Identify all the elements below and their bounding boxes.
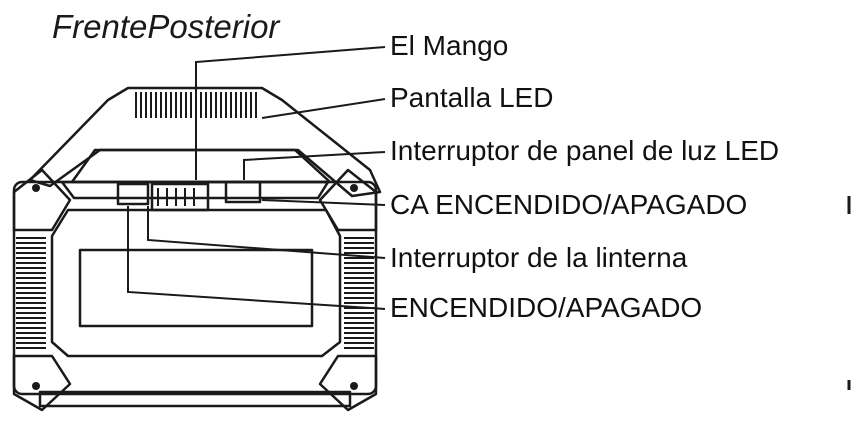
screw bbox=[32, 184, 40, 192]
leader-led-display bbox=[261, 98, 386, 119]
leader-ac-switch bbox=[261, 199, 386, 206]
diagram-title: FrentePosterior bbox=[52, 8, 280, 45]
bumper-bottom-left bbox=[12, 354, 72, 412]
label-ac-switch: CA ENCENDIDO/APAGADO bbox=[390, 189, 748, 220]
leader-led-panel-switch bbox=[243, 151, 386, 180]
handle-opening bbox=[70, 148, 332, 184]
handle-frame bbox=[28, 86, 382, 198]
bumper-top-right bbox=[318, 168, 378, 232]
label-led-panel-switch: Interruptor de panel de luz LED bbox=[390, 135, 780, 166]
label-flashlight-switch: Interruptor de la linterna bbox=[390, 242, 688, 273]
label-handle: El Mango bbox=[390, 30, 509, 61]
screw bbox=[32, 382, 40, 390]
leader-flashlight-switch bbox=[147, 206, 386, 259]
label-led-display: Pantalla LED bbox=[390, 82, 554, 113]
front-frame bbox=[50, 208, 342, 358]
device-body bbox=[12, 180, 378, 396]
bumper-top-left bbox=[12, 168, 72, 232]
screw bbox=[350, 184, 358, 192]
front-panel bbox=[78, 248, 314, 328]
label-power-switch: ENCENDIDO/APAGADO bbox=[390, 292, 703, 323]
leader-handle bbox=[195, 46, 386, 180]
switch-block bbox=[150, 182, 210, 212]
device-foot bbox=[38, 390, 352, 408]
leader-power-switch bbox=[127, 206, 386, 310]
screw bbox=[350, 382, 358, 390]
bumper-bottom-right bbox=[318, 354, 378, 412]
